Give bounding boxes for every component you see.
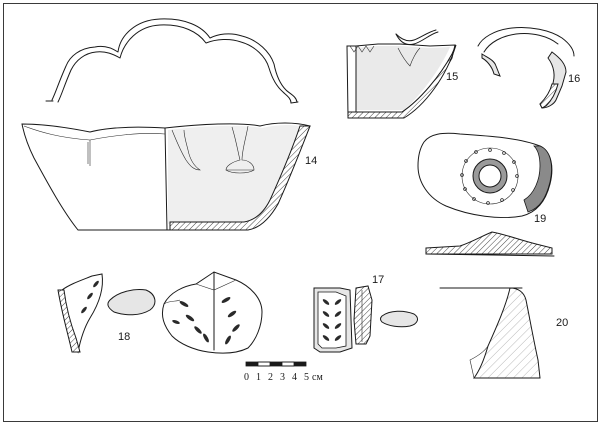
scale-tick-2: 2 [268,372,273,383]
vessel-14-section [169,125,311,231]
scale-tick-5: 5 [304,372,309,383]
label-17: 17 [372,274,384,286]
figure-frame [3,3,598,422]
label-14: 14 [305,155,317,167]
scale-tick-4: 4 [292,372,297,383]
label-20: 20 [556,317,568,329]
label-16: 16 [568,73,580,85]
label-18: 18 [118,331,130,343]
vessel-14-rim-top-view [51,18,298,103]
fragment-16 [477,27,575,109]
fragment-19 [417,132,555,257]
vessel-14 [21,18,311,231]
fragment-18 [57,271,263,354]
scale-tick-0: 0 [244,372,249,383]
scale-tick-1: 1 [256,372,261,383]
fragment-17 [313,285,418,353]
scale-tick-3: 3 [280,372,285,383]
fragment-15 [346,29,457,119]
label-15: 15 [446,71,458,83]
scale-bar: 0 1 2 3 4 5 см [244,361,323,383]
scale-unit: см [312,372,323,383]
fragment-20 [439,287,541,379]
label-19: 19 [534,213,546,225]
fragment-18-section [107,289,156,316]
